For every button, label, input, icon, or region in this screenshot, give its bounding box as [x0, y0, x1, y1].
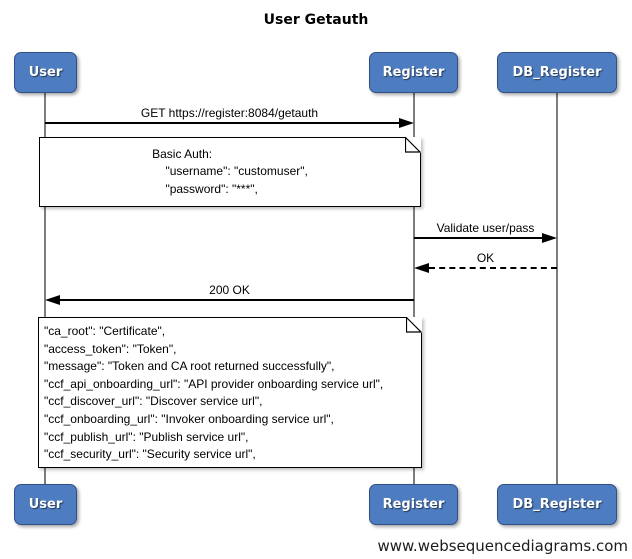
note-token-response: "ca_root": "Certificate", "access_token"… [38, 317, 422, 468]
arrowhead-right-icon [542, 233, 557, 243]
message-line-validate [414, 237, 542, 239]
actor-user-bottom: User [14, 484, 77, 525]
actor-db-register-bottom: DB_Register [497, 484, 617, 525]
message-line-ok [429, 267, 557, 269]
message-label-validate: Validate user/pass [436, 221, 535, 235]
message-label-ok: OK [476, 251, 495, 265]
lifeline-register [413, 93, 415, 484]
note-basic-auth-text: Basic Auth: "username": "customuser", "p… [152, 146, 308, 196]
actor-db-register-top: DB_Register [497, 52, 617, 93]
message-line-get-getauth [45, 122, 400, 124]
message-label-200-ok: 200 OK [209, 283, 250, 297]
note-fold-icon [406, 317, 422, 333]
actor-user-label: User [28, 65, 63, 80]
actor-user-top: User [14, 52, 77, 93]
actor-register-label: Register [382, 497, 445, 512]
lifeline-user [44, 93, 46, 484]
actor-user-label: User [28, 497, 63, 512]
note-fold-icon [405, 137, 421, 153]
actor-db-register-label: DB_Register [512, 65, 602, 80]
actor-register-label: Register [382, 65, 445, 80]
diagram-title: User Getauth [263, 12, 369, 28]
note-token-response-text: "ca_root": "Certificate", "access_token"… [44, 324, 384, 462]
arrowhead-left-icon [45, 295, 60, 305]
arrowhead-left-icon [414, 263, 429, 273]
actor-register-bottom: Register [369, 484, 458, 525]
actor-db-register-label: DB_Register [512, 497, 602, 512]
arrowhead-right-icon [399, 118, 414, 128]
note-basic-auth: Basic Auth: "username": "customuser", "p… [39, 137, 421, 207]
lifeline-db-register [556, 93, 558, 484]
actor-register-top: Register [369, 52, 458, 93]
message-line-200-ok [60, 299, 414, 301]
message-label-get-getauth: GET https://register:8084/getauth [140, 106, 319, 120]
watermark: www.websequencediagrams.com [377, 537, 629, 555]
